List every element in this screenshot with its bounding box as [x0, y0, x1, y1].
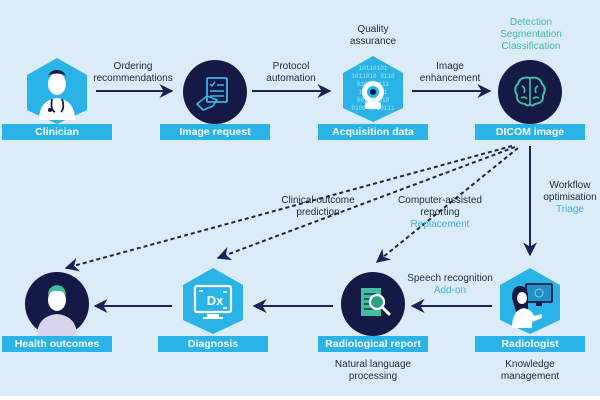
- monitor-dx-icon: Dx: [181, 268, 245, 334]
- node-label: Diagnosis: [158, 336, 268, 352]
- node-label: Acquisition data: [318, 124, 428, 140]
- node-label: Clinician: [2, 124, 112, 140]
- caption-quality-assurance: Quality assurance: [349, 24, 397, 47]
- node-label: Health outcomes: [2, 336, 112, 352]
- node-image-request: Image request: [160, 54, 270, 140]
- node-radiological-report: Radiological report: [318, 266, 428, 352]
- node-label: DICOM image: [475, 124, 585, 140]
- brain-icon: [498, 58, 562, 124]
- dashed-arrow-dicom-to-diagnosis: [216, 146, 516, 261]
- scanner-binary-icon: 10110101 1011010 0110 0100 0111 1011 001…: [341, 56, 405, 122]
- node-label: Radiologist: [475, 336, 585, 352]
- caption-ordering-recommendations: Ordering recommendations: [93, 61, 173, 84]
- node-label: Image request: [160, 124, 270, 140]
- node-label: Radiological report: [318, 336, 428, 352]
- node-diagnosis: Dx Diagnosis: [158, 266, 268, 352]
- radiologist-at-screen-icon: [498, 268, 562, 334]
- caption-clinical-outcome-prediction: Clinical outcome prediction: [281, 195, 355, 218]
- caption-natural-language-processing: Natural language processing: [334, 359, 412, 382]
- caption-image-enhancement: Image enhancement: [419, 61, 481, 84]
- caption-knowledge-management: Knowledge management: [500, 359, 560, 382]
- caption-speech-recognition: Speech recognition Add-on: [407, 273, 493, 296]
- hand-document-icon: [183, 58, 247, 124]
- svg-text:1011010 0110: 1011010 0110: [351, 73, 395, 80]
- caption-protocol-automation: Protocol automation: [266, 61, 316, 84]
- dashed-arrow-dicom-to-health-outcomes: [64, 145, 513, 272]
- node-health-outcomes: Health outcomes: [2, 266, 112, 352]
- svg-text:Dx: Dx: [207, 293, 224, 308]
- report-magnifier-icon: [341, 270, 405, 336]
- caption-workflow-optimisation: Workflow optimisation Triage: [543, 180, 597, 215]
- node-radiologist: Radiologist: [475, 266, 585, 352]
- svg-text:10110101: 10110101: [359, 65, 388, 72]
- node-dicom-image: DICOM image: [475, 54, 585, 140]
- patient-icon: [25, 270, 89, 336]
- node-clinician: Clinician: [2, 54, 112, 140]
- dashed-arrow-dicom-to-report: [375, 147, 519, 263]
- node-acquisition-data: 10110101 1011010 0110 0100 0111 1011 001…: [318, 54, 428, 140]
- caption-computer-assisted-reporting: Computer-assisted reporting Replacement: [398, 195, 482, 230]
- caption-ai-tasks: Detection Segmentation Classification: [500, 17, 562, 52]
- doctor-icon: [25, 58, 89, 124]
